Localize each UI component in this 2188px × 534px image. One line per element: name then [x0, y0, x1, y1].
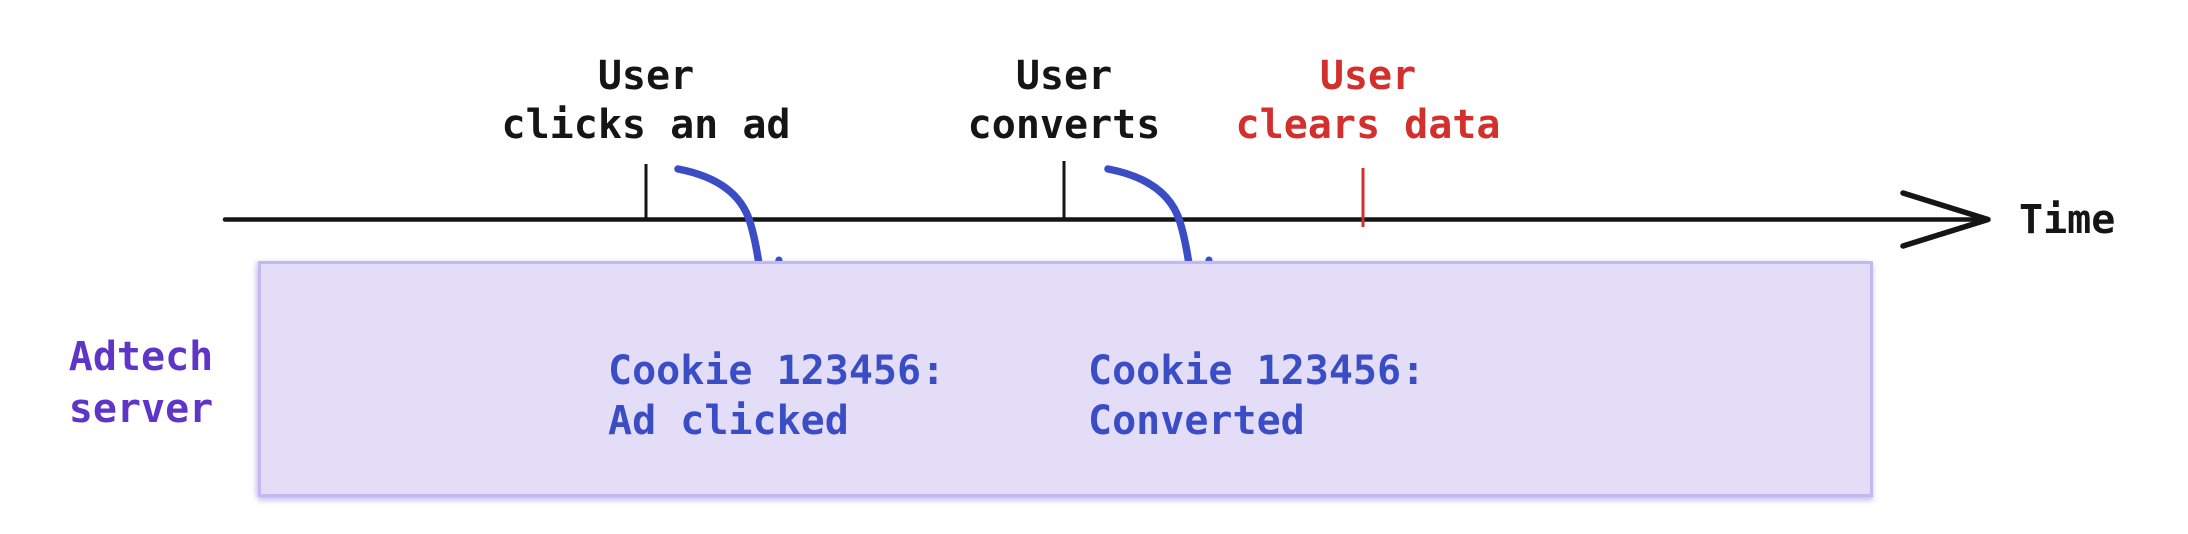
timeline-arrowhead-icon: [1900, 190, 1991, 249]
event-label-line: converts: [967, 102, 1161, 148]
event-label-user-clicks-ad: User clicks an ad: [502, 52, 791, 150]
cookie-record-line: Cookie 123456:: [1088, 348, 1426, 394]
adtech-server-label: Adtech server: [66, 331, 216, 435]
cookie-record-converted: Cookie 123456: Converted: [1088, 346, 1425, 446]
adtech-server-label-line: server: [68, 386, 214, 432]
event-label-user-converts: User converts: [968, 52, 1161, 150]
event-label-user-clears-data: User clears data: [1236, 52, 1501, 150]
cookie-record-line: Cookie 123456:: [608, 348, 946, 394]
event-label-line: User: [1319, 53, 1417, 99]
time-axis-label: Time: [2019, 197, 2116, 243]
event-label-line: clicks an ad: [501, 102, 791, 148]
adtech-server-label-line: Adtech: [68, 334, 214, 380]
event-label-line: User: [1015, 53, 1113, 99]
event-label-line: clears data: [1235, 102, 1501, 148]
cookie-record-line: Ad clicked: [608, 398, 849, 444]
cookie-record-line: Converted: [1088, 398, 1305, 444]
adtech-server-box: [258, 261, 1873, 497]
cookie-record-ad-clicked: Cookie 123456: Ad clicked: [608, 346, 945, 446]
event-label-line: User: [597, 53, 695, 99]
